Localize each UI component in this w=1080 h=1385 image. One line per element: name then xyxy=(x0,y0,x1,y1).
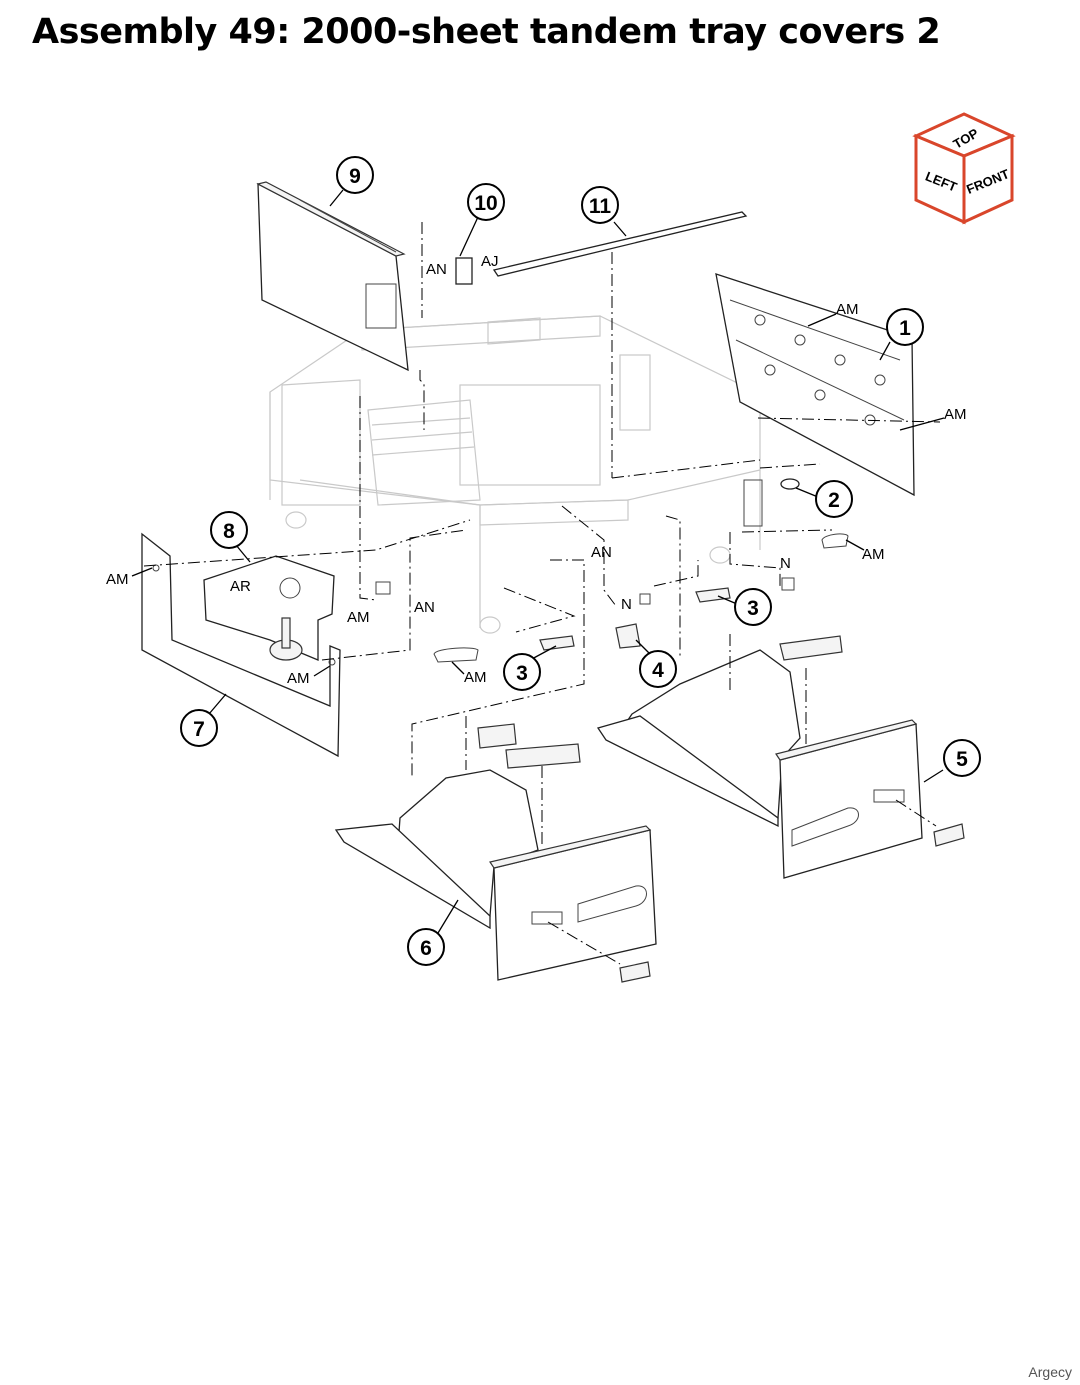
part-9-cover xyxy=(256,181,409,372)
watermark: Argecy xyxy=(1028,1364,1072,1380)
svg-text:3: 3 xyxy=(516,662,528,685)
callout-4: 4 xyxy=(639,650,677,688)
label-am: AM xyxy=(836,301,859,318)
svg-text:5: 5 xyxy=(956,748,968,771)
callout-11: 11 xyxy=(581,186,619,224)
label-am: AM xyxy=(464,669,487,686)
part-6-tray xyxy=(334,723,657,983)
part-10-bracket xyxy=(455,257,473,285)
callouts: 9 10 11 1 2 3 3 4 5 6 7 8 xyxy=(180,156,981,966)
label-am: AM xyxy=(106,571,129,588)
label-am: AM xyxy=(347,609,370,626)
part-8-drive xyxy=(203,555,335,661)
callout-10: 10 xyxy=(467,183,505,221)
svg-text:2: 2 xyxy=(828,489,840,512)
callout-2: 2 xyxy=(815,480,853,518)
part-5-tray xyxy=(596,635,965,879)
label-am: AM xyxy=(287,670,310,687)
callout-6: 6 xyxy=(407,928,445,966)
svg-text:1: 1 xyxy=(899,317,911,340)
label-an: AN xyxy=(591,544,612,561)
callout-3b: 3 xyxy=(503,653,541,691)
label-aj: AJ xyxy=(481,253,499,270)
part-7-cover xyxy=(141,532,341,758)
label-an: AN xyxy=(414,599,435,616)
svg-text:9: 9 xyxy=(349,165,361,188)
svg-text:10: 10 xyxy=(474,192,497,215)
svg-text:4: 4 xyxy=(652,659,664,682)
label-ar: AR xyxy=(230,578,251,595)
part-11-rail xyxy=(492,211,748,277)
leader-lines xyxy=(131,189,945,934)
label-an: AN xyxy=(426,261,447,278)
callout-1: 1 xyxy=(886,308,924,346)
label-n: N xyxy=(621,596,632,613)
label-am: AM xyxy=(862,546,885,563)
label-n: N xyxy=(780,555,791,572)
svg-text:3: 3 xyxy=(747,597,759,620)
part-1-cover xyxy=(715,273,915,497)
label-am: AM xyxy=(944,406,967,423)
letter-labels: AM AM AM AM AM AM AM AN AN AN AJ AR N N xyxy=(106,253,967,687)
ghost-frame xyxy=(269,315,761,634)
small-parts xyxy=(375,479,849,663)
orientation-cube: TOP LEFT FRONT xyxy=(912,112,1016,225)
page-title: Assembly 49: 2000-sheet tandem tray cove… xyxy=(32,12,941,52)
alignment-lines xyxy=(143,222,941,965)
svg-text:7: 7 xyxy=(193,718,205,741)
part-2-handle xyxy=(780,478,800,490)
callout-3a: 3 xyxy=(734,588,772,626)
svg-text:8: 8 xyxy=(223,520,235,543)
callout-8: 8 xyxy=(210,511,248,549)
callout-7: 7 xyxy=(180,709,218,747)
callout-5: 5 xyxy=(943,739,981,777)
callout-9: 9 xyxy=(336,156,374,194)
svg-text:11: 11 xyxy=(589,195,612,218)
svg-text:6: 6 xyxy=(420,937,432,960)
